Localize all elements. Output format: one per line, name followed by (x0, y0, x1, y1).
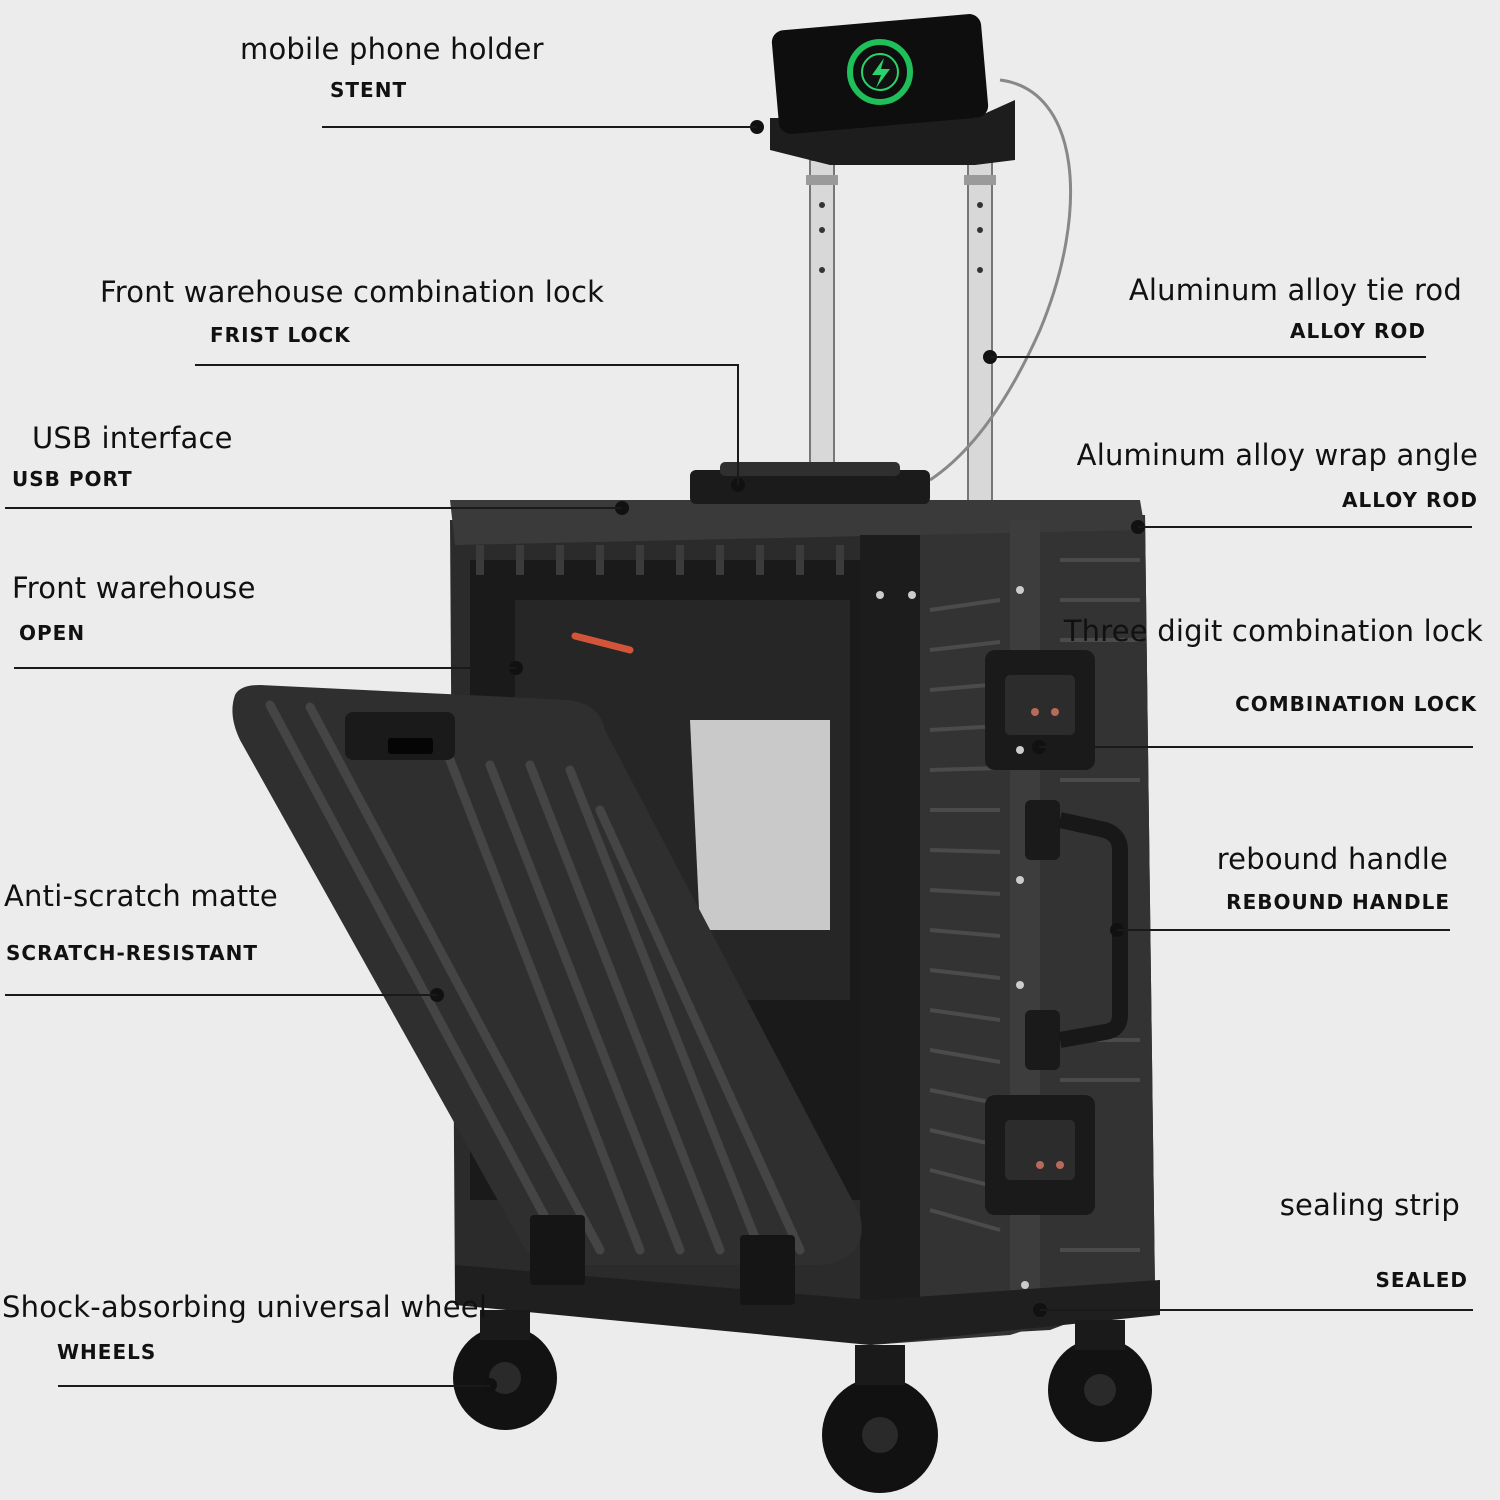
callout-subtitle: WHEELS (57, 1340, 157, 1364)
callout-title: Aluminum alloy wrap angle (1076, 438, 1478, 472)
callout-subtitle: OPEN (19, 621, 86, 645)
callout-combination-lock: Three digit combination lock COMBINATION… (1064, 614, 1483, 716)
callout-title: Front warehouse (12, 571, 256, 605)
lock-hardware (876, 586, 1128, 1289)
callout-scratch: Anti-scratch matte SCRATCH-RESISTANT (4, 879, 278, 965)
callout-title: Aluminum alloy tie rod (1128, 273, 1462, 307)
callout-subtitle: ALLOY ROD (1342, 488, 1478, 512)
callout-title: USB interface (32, 421, 233, 455)
callout-tie-rod: Aluminum alloy tie rod ALLOY ROD (1129, 273, 1462, 343)
leader-line-rebound-handle (1117, 929, 1450, 931)
callout-front-warehouse: Front warehouse OPEN (12, 571, 256, 645)
callout-subtitle: REBOUND HANDLE (1226, 890, 1450, 914)
callout-front-lock: Front warehouse combination lock FRIST L… (100, 275, 604, 347)
callout-title: mobile phone holder (240, 32, 544, 66)
leader-line-sealing-strip (1040, 1309, 1473, 1311)
telescopic-handle (806, 159, 996, 511)
leader-line-tie-rod (990, 356, 1426, 358)
callout-title: Shock-absorbing universal wheel (2, 1290, 488, 1324)
leader-line-front-lock-drop (737, 364, 739, 485)
callout-wrap-angle: Aluminum alloy wrap angle ALLOY ROD (1077, 438, 1478, 512)
callout-subtitle: USB PORT (12, 467, 133, 491)
leader-line-front-warehouse (14, 667, 516, 669)
phone-holder (770, 14, 1072, 482)
leader-line-scratch (5, 994, 437, 996)
front-lid (232, 685, 862, 1305)
callout-subtitle: STENT (330, 78, 408, 102)
callout-subtitle: FRIST LOCK (210, 323, 351, 347)
leader-line-combination-lock (1039, 746, 1473, 748)
callout-title: Anti-scratch matte (4, 879, 278, 913)
callout-title: Front warehouse combination lock (100, 275, 605, 309)
leader-line-usb (5, 507, 622, 509)
leader-line-front-lock (195, 364, 739, 366)
callout-subtitle: SEALED (1375, 1268, 1468, 1292)
callout-usb: USB interface USB PORT (12, 421, 233, 491)
leader-line-wheels (58, 1385, 490, 1387)
callout-subtitle: COMBINATION LOCK (1235, 692, 1477, 716)
callout-subtitle: ALLOY ROD (1290, 319, 1426, 343)
callout-subtitle: SCRATCH-RESISTANT (6, 941, 259, 965)
callout-rebound-handle: rebound handle REBOUND HANDLE (1216, 842, 1450, 914)
wheels (453, 1310, 1152, 1493)
leader-line-wrap-angle (1138, 526, 1472, 528)
callout-sealing-strip: sealing strip SEALED (1279, 1188, 1467, 1292)
callout-phone-holder: mobile phone holder STENT (240, 32, 544, 102)
callout-wheels: Shock-absorbing universal wheel WHEELS (2, 1290, 487, 1364)
callout-title: sealing strip (1279, 1188, 1460, 1222)
callout-title: Three digit combination lock (1063, 614, 1483, 648)
callout-title: rebound handle (1216, 842, 1448, 876)
leader-line-phone-holder (322, 126, 757, 128)
